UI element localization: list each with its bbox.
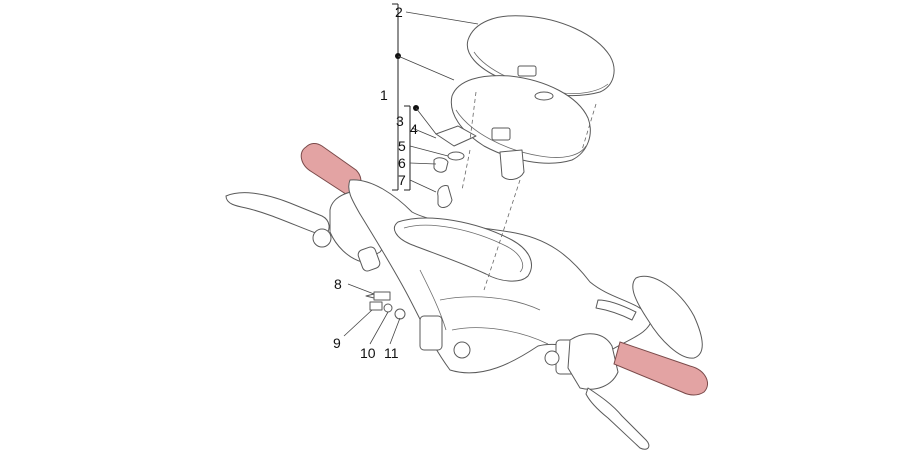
callout-3: 3 — [396, 113, 404, 129]
dashboard-connector — [499, 149, 525, 180]
part-5-ring — [447, 151, 465, 161]
washer-11 — [394, 308, 406, 320]
callout-2: 2 — [395, 4, 403, 20]
callout-8: 8 — [334, 276, 342, 292]
dashboard-rim — [455, 109, 587, 158]
part-4-pad — [435, 125, 477, 147]
callout-5: 5 — [398, 138, 406, 154]
part-6-bulb — [433, 157, 449, 173]
callout-numbers: 2 1 3 4 5 6 7 8 9 10 11 — [333, 4, 418, 361]
callout-6: 6 — [398, 155, 406, 171]
left-mount-bracket — [419, 315, 443, 351]
instrument-cluster — [433, 15, 615, 208]
leader-lines — [343, 11, 479, 345]
right-mirror — [632, 275, 703, 359]
left-switch-button — [357, 246, 381, 272]
callout-4: 4 — [410, 121, 418, 137]
right-grip — [613, 341, 708, 396]
right-brake-lever — [585, 387, 650, 450]
top-cover-tab — [517, 65, 537, 77]
dashboard-knob — [534, 91, 554, 101]
instrument-dashboard — [450, 75, 591, 164]
handlebar-assembly — [225, 143, 708, 450]
cover-opening — [394, 217, 532, 282]
callout-11: 11 — [384, 345, 399, 361]
fastener-group — [365, 291, 406, 320]
right-switch-housing — [567, 333, 619, 390]
part-7-socket — [437, 185, 453, 208]
mirror-stem — [595, 299, 637, 321]
left-brake-lever — [225, 192, 330, 237]
bolt-9 — [369, 301, 383, 311]
center-mount-bolt — [453, 341, 471, 359]
callout-10: 10 — [360, 345, 376, 361]
callout-9: 9 — [333, 335, 341, 351]
dashboard-socket — [491, 127, 511, 141]
callout-7: 7 — [398, 172, 406, 188]
left-lever-pivot — [312, 228, 332, 248]
right-clamp-bolt — [544, 350, 560, 366]
screw-8 — [365, 291, 391, 301]
cover-inner-rim — [403, 224, 523, 273]
washer-10 — [383, 303, 393, 313]
cover-lower-frame — [419, 269, 549, 345]
assembly-guides — [461, 91, 597, 291]
callout-1: 1 — [380, 87, 388, 103]
